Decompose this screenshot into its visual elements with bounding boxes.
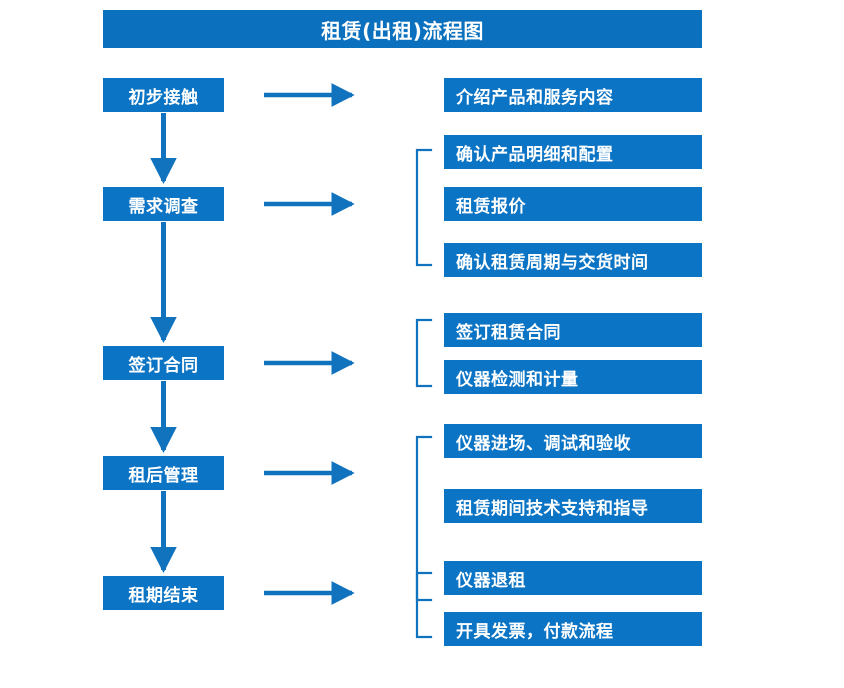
stage-label: 租期结束 (128, 585, 199, 606)
detail-label: 签订租赁合同 (456, 322, 561, 343)
stage-label: 需求调查 (128, 196, 199, 217)
detail-label: 确认租赁周期与交货时间 (456, 252, 649, 273)
detail-box-invoice-payment[interactable]: 开具发票，付款流程 (444, 612, 702, 646)
detail-box-sign-rental-contract[interactable]: 签订租赁合同 (444, 313, 702, 347)
detail-label: 租赁报价 (456, 196, 526, 217)
stage-box-demand-survey[interactable]: 需求调查 (103, 187, 224, 221)
bracket-end-group (415, 571, 433, 639)
detail-box-technical-support[interactable]: 租赁期间技术支持和指导 (444, 489, 702, 523)
stage-box-sign-contract[interactable]: 签订合同 (103, 346, 224, 380)
stage-label: 租后管理 (128, 465, 199, 486)
detail-label: 开具发票，付款流程 (456, 621, 614, 642)
detail-box-rental-quotation[interactable]: 租赁报价 (444, 187, 702, 221)
stage-box-initial-contact[interactable]: 初步接触 (103, 78, 224, 112)
bracket-management-group (415, 435, 433, 602)
detail-box-instrument-inspection[interactable]: 仪器检测和计量 (444, 360, 702, 394)
detail-box-instrument-entry-commissioning[interactable]: 仪器进场、调试和验收 (444, 424, 702, 458)
detail-box-instrument-return[interactable]: 仪器退租 (444, 561, 702, 595)
detail-label: 仪器退租 (456, 570, 526, 591)
detail-label: 介绍产品和服务内容 (456, 87, 614, 108)
detail-box-confirm-period-delivery[interactable]: 确认租赁周期与交货时间 (444, 243, 702, 277)
stage-label: 初步接触 (128, 87, 199, 108)
horizontal-flow-arrows (264, 83, 355, 605)
bracket-contract-group (415, 318, 433, 388)
bracket-demand-group (415, 148, 433, 267)
stage-label: 签订合同 (128, 355, 199, 376)
group-brackets (415, 148, 433, 639)
detail-box-introduce-products[interactable]: 介绍产品和服务内容 (444, 78, 702, 112)
detail-box-confirm-product-spec[interactable]: 确认产品明细和配置 (444, 135, 702, 169)
detail-label: 仪器检测和计量 (456, 369, 579, 390)
detail-label: 租赁期间技术支持和指导 (456, 498, 649, 519)
stage-box-post-rental-management[interactable]: 租后管理 (103, 456, 224, 490)
stage-box-lease-end[interactable]: 租期结束 (103, 576, 224, 610)
detail-label: 确认产品明细和配置 (456, 144, 614, 165)
page-title: 租赁(出租)流程图 (103, 10, 702, 48)
detail-label: 仪器进场、调试和验收 (456, 433, 631, 454)
